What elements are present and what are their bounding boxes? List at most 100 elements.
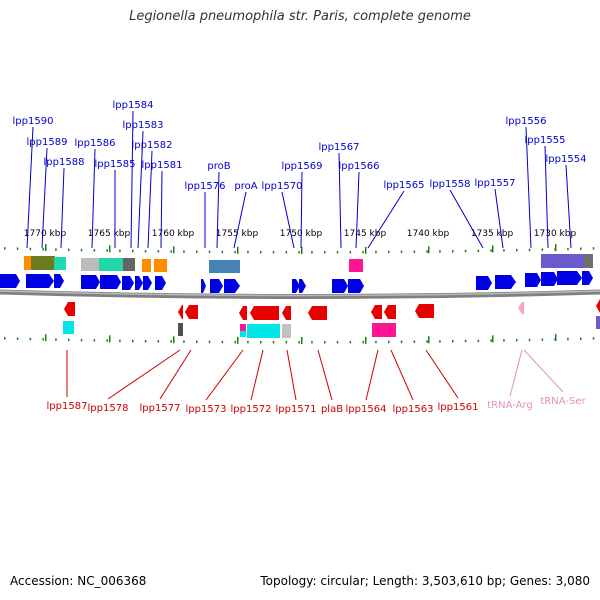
gene-label: lpp1567 [319, 142, 360, 153]
leader-line [425, 349, 459, 399]
forward-gene [26, 274, 54, 288]
minor-tick [426, 250, 428, 253]
leader-line [26, 126, 34, 249]
kbp-label: 1740 kbp [407, 229, 450, 239]
leader-line [60, 167, 65, 249]
gene-label: lpp1585 [95, 159, 136, 170]
gene-label: lpp1564 [346, 404, 387, 415]
minor-tick [42, 338, 44, 341]
cog-box [584, 254, 593, 268]
leader-line [355, 171, 360, 249]
leader-line [300, 171, 303, 249]
minor-tick [170, 250, 172, 253]
leader-line [338, 152, 342, 249]
major-tick [492, 335, 494, 343]
cog-box [372, 323, 396, 337]
minor-tick [464, 249, 467, 253]
leader-line [317, 349, 333, 401]
gene-label: lpp1577 [140, 403, 181, 414]
cog-box [541, 254, 584, 268]
kbp-label: 1760 kbp [152, 229, 195, 239]
gene-label: lpp1590 [13, 116, 54, 127]
minor-tick [55, 338, 57, 341]
gene-label: lpp1587 [47, 401, 88, 412]
leader-line [449, 189, 484, 249]
gene-label: lpp1572 [231, 404, 272, 415]
kbp-label: 1770 kbp [24, 229, 67, 239]
minor-tick [68, 248, 70, 252]
minor-tick [400, 340, 403, 344]
minor-tick [144, 249, 147, 253]
minor-tick [298, 250, 300, 254]
minor-tick [80, 338, 83, 342]
leader-line [91, 148, 96, 249]
leader-line [365, 349, 379, 401]
gene-label: lpp1584 [113, 100, 154, 111]
major-tick [237, 246, 239, 254]
major-tick [555, 244, 557, 252]
cog-box [209, 260, 225, 273]
forward-gene [557, 271, 582, 285]
minor-tick [477, 339, 480, 343]
minor-tick [285, 340, 288, 344]
minor-tick [208, 340, 211, 344]
minor-tick [567, 247, 569, 251]
reverse-gene [185, 305, 198, 319]
forward-gene [348, 279, 364, 293]
major-tick [365, 246, 367, 254]
minor-tick [132, 249, 134, 253]
minor-tick [106, 339, 108, 342]
leader-line [544, 145, 549, 249]
minor-tick [234, 340, 236, 344]
minor-tick [324, 250, 326, 254]
minor-tick [29, 247, 32, 251]
cog-box [596, 316, 600, 329]
forward-gene [224, 279, 240, 293]
forward-gene [155, 276, 166, 290]
gene-label: lpp1557 [475, 178, 516, 189]
minor-tick [528, 338, 531, 342]
leader-line [147, 150, 153, 249]
gene-label: lpp1563 [393, 404, 434, 415]
reverse-gene [415, 304, 434, 318]
kbp-label: 1745 kbp [344, 229, 387, 239]
minor-tick [132, 339, 134, 343]
reverse-gene [239, 306, 247, 320]
minor-tick [400, 250, 403, 254]
minor-tick [183, 340, 185, 343]
minor-tick [426, 340, 428, 343]
forward-gene [135, 276, 143, 290]
leader-line [523, 349, 564, 393]
kbp-label: 1730 kbp [534, 229, 577, 239]
leader-line [525, 126, 532, 249]
minor-tick [580, 337, 582, 341]
trna-gene [518, 302, 524, 314]
leader-line [233, 191, 247, 249]
gene-label: tRNA-Ser [540, 396, 586, 407]
minor-tick [29, 337, 32, 341]
gene-label: lpp1561 [438, 402, 479, 413]
forward-gene [332, 279, 348, 293]
minor-tick [247, 340, 249, 344]
minor-tick [336, 250, 339, 254]
cog-box [178, 323, 183, 336]
major-tick [173, 246, 175, 254]
top-cog-boxes [24, 254, 593, 273]
gene-label: lpp1556 [506, 116, 547, 127]
reverse-gene [64, 302, 75, 316]
leader-line [250, 349, 264, 401]
label-leader-lines [26, 110, 572, 401]
minor-tick [388, 250, 390, 254]
reverse-gene [178, 305, 183, 319]
minor-tick [16, 337, 19, 340]
gene-label: lpp1578 [88, 403, 129, 414]
major-tick [45, 334, 47, 342]
minor-tick [375, 250, 377, 254]
minor-tick [93, 249, 96, 252]
major-tick [173, 336, 175, 344]
major-tick [365, 336, 367, 344]
reverse-gene [250, 306, 279, 320]
